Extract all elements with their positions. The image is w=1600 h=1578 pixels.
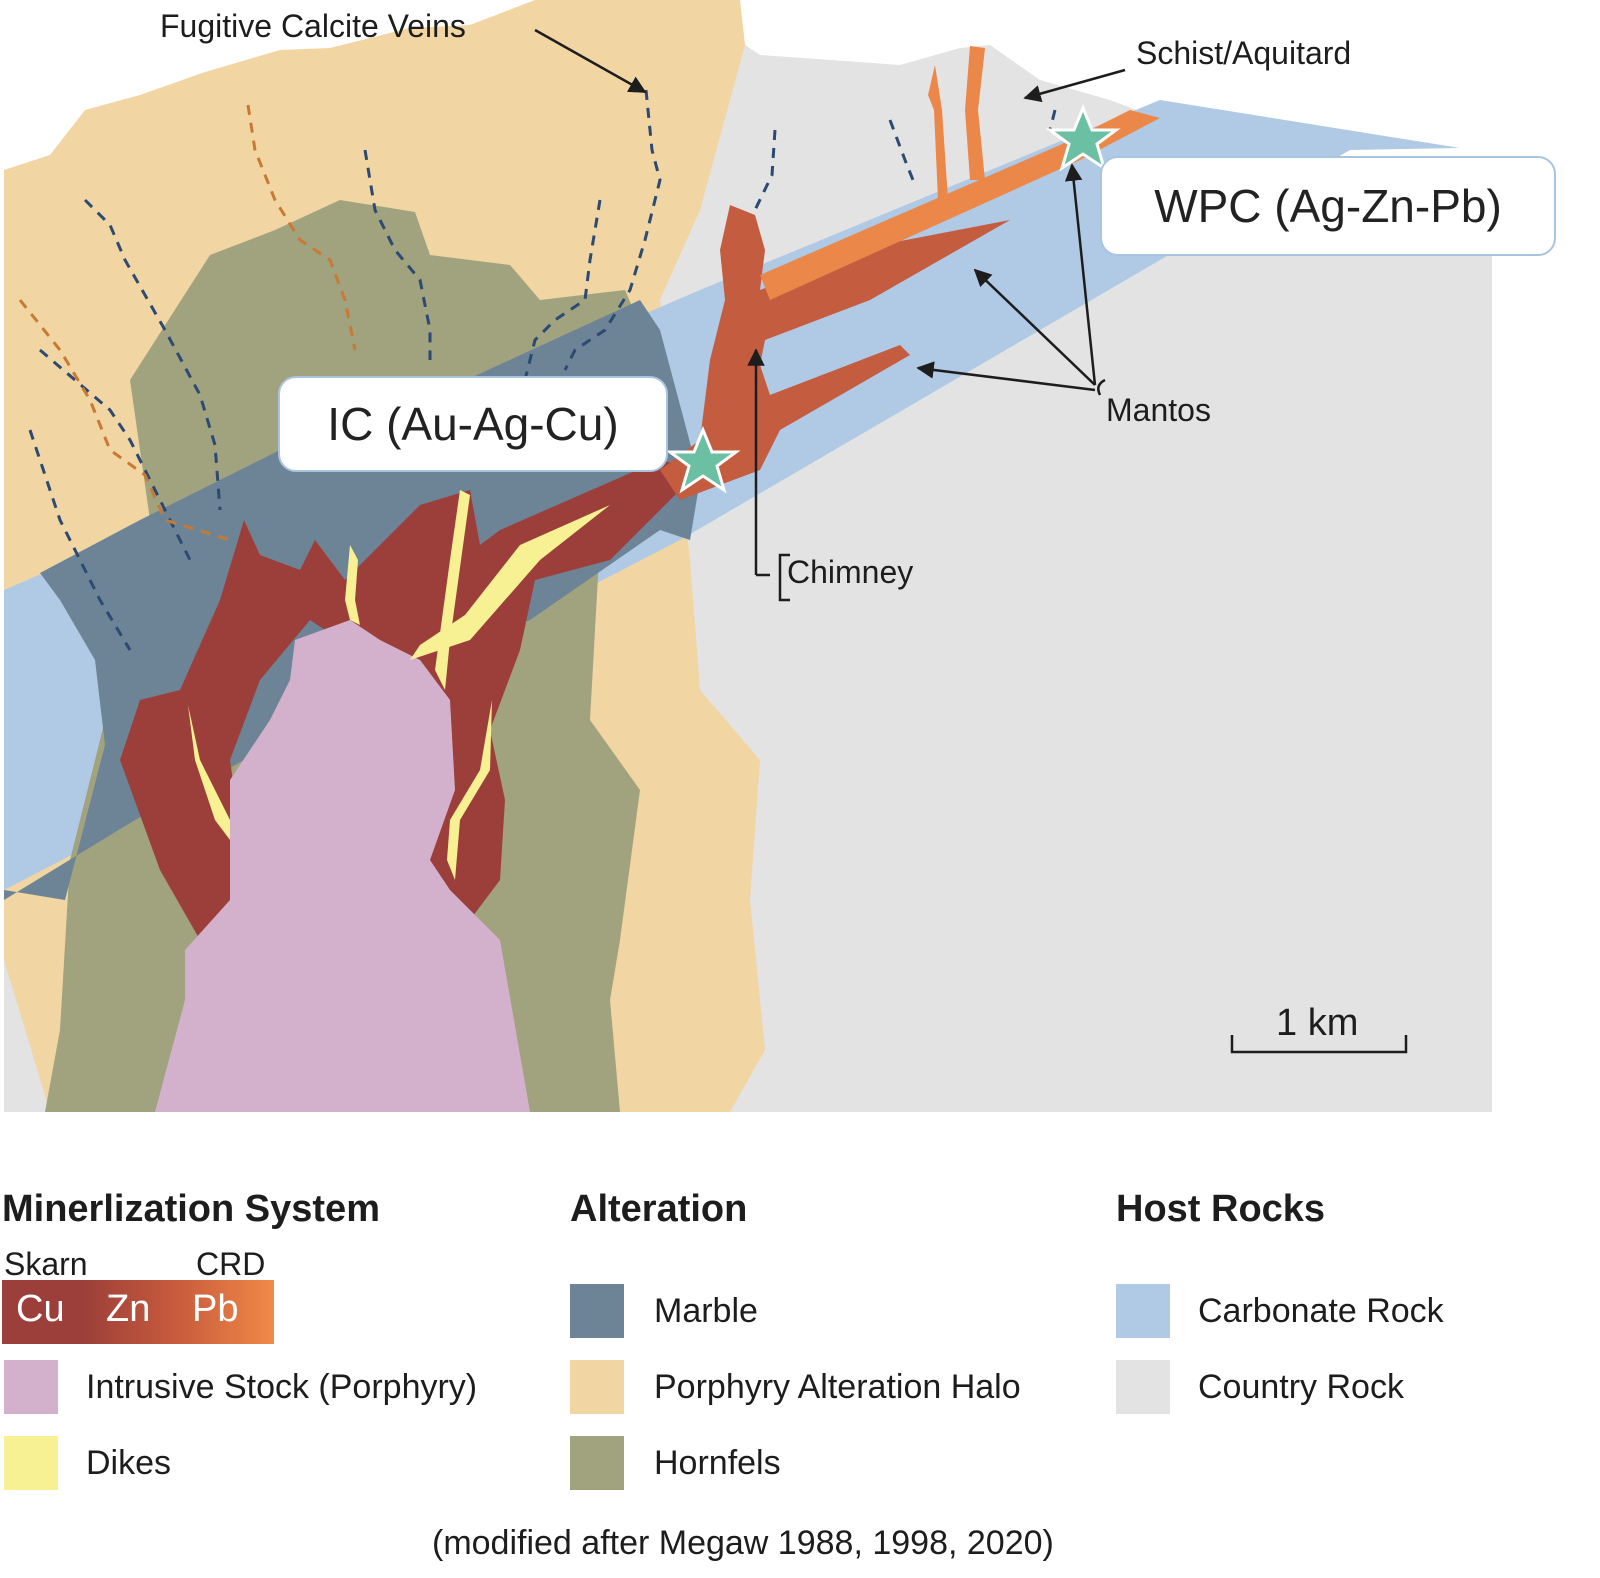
fugitive-calcite-veins <box>18 89 1057 651</box>
star-marker-ic <box>665 426 741 494</box>
intrusive-stock <box>155 620 530 1112</box>
legend-marble: Marble <box>654 1292 758 1330</box>
wpc-text: WPC (Ag-Zn-Pb) <box>1154 180 1502 232</box>
legend-country: Country Rock <box>1198 1368 1404 1406</box>
ic-text: IC (Au-Ag-Cu) <box>327 398 619 450</box>
legend-title-host: Host Rocks <box>1116 1188 1326 1230</box>
legend-hornfels: Hornfels <box>654 1444 781 1482</box>
legend-halo: Porphyry Alteration Halo <box>654 1368 1021 1406</box>
legend-crd: CRD <box>196 1246 266 1282</box>
star-marker-wpc <box>1045 104 1121 172</box>
swatch-intrusive <box>4 1360 58 1414</box>
chimney <box>660 205 1010 500</box>
dike <box>345 545 360 625</box>
citation: (modified after Megaw 1988, 1998, 2020) <box>432 1524 1054 1562</box>
metal-pb: Pb <box>192 1288 239 1330</box>
legend-carbonate: Carbonate Rock <box>1198 1292 1444 1330</box>
label-ic: IC (Au-Ag-Cu) <box>278 376 668 472</box>
skarn-crd-gradient: Cu Zn Pb <box>2 1280 274 1344</box>
crd-manto <box>760 110 1160 300</box>
metal-cu: Cu <box>16 1288 65 1330</box>
label-chimney: Chimney <box>787 554 914 590</box>
leader-lines <box>534 28 1408 1054</box>
crd-vein-2 <box>965 46 985 180</box>
label-wpc: WPC (Ag-Zn-Pb) <box>1100 156 1556 256</box>
label-fugitive-veins: Fugitive Calcite Veins <box>160 8 466 44</box>
legend-title-alteration: Alteration <box>570 1188 748 1230</box>
metal-zn: Zn <box>106 1288 151 1330</box>
geologic-cross-section <box>4 0 1492 1112</box>
swatch-carbonate <box>1116 1284 1170 1338</box>
swatch-marble <box>570 1284 624 1338</box>
swatch-hornfels <box>570 1436 624 1490</box>
dike <box>410 505 610 660</box>
dike <box>188 705 230 840</box>
swatch-dikes <box>4 1436 58 1490</box>
legend-dikes: Dikes <box>86 1444 172 1482</box>
legend-title-mineralization: Minerlization System <box>2 1188 380 1230</box>
label-mantos: Mantos <box>1106 392 1211 428</box>
crd-vein-1 <box>928 65 948 200</box>
dike <box>447 700 492 880</box>
scale-bar-label: 1 km <box>1276 1002 1359 1044</box>
legend-skarn: Skarn <box>4 1246 88 1282</box>
label-schist: Schist/Aquitard <box>1136 35 1352 71</box>
legend-intrusive: Intrusive Stock (Porphyry) <box>86 1368 478 1406</box>
swatch-halo <box>570 1360 624 1414</box>
swatch-country <box>1116 1360 1170 1414</box>
